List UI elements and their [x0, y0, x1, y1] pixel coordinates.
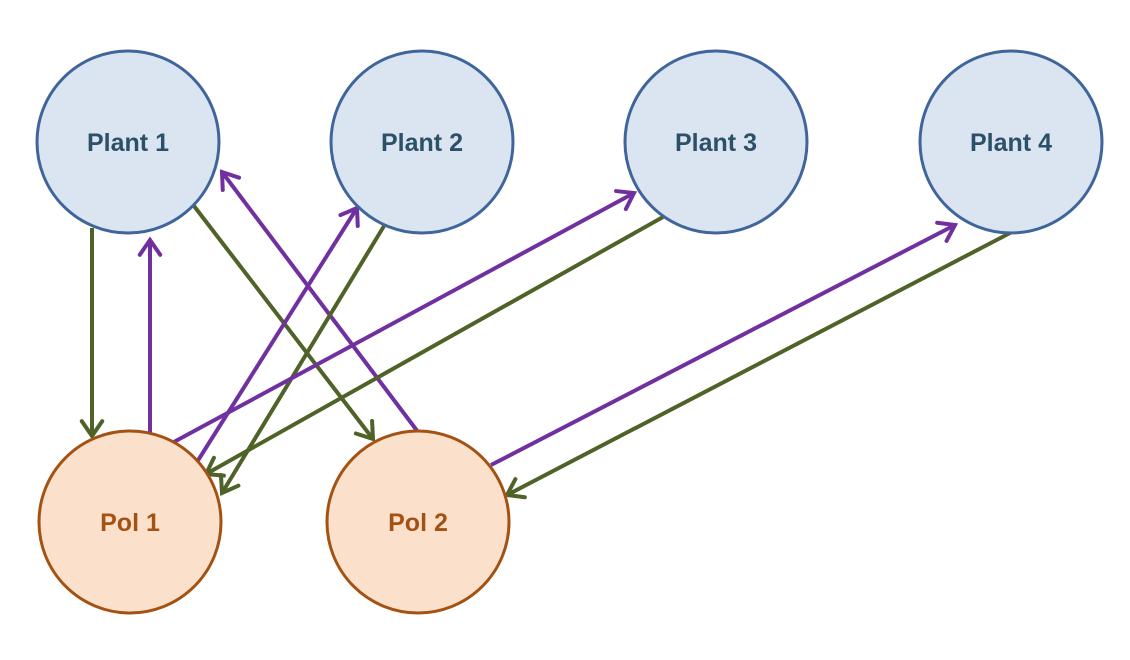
- edge-line: [195, 206, 359, 464]
- node-pol1-circle: [37, 429, 223, 615]
- node-plant1-circle: [35, 49, 221, 235]
- arrowhead-icon: [935, 220, 959, 243]
- node-pol2-circle: [325, 429, 511, 615]
- node-pol1-label: Pol 1: [100, 509, 160, 537]
- arrowhead-icon: [218, 473, 241, 497]
- arrowhead-icon: [137, 236, 163, 257]
- edge-pol2-to-plant1: [219, 169, 420, 434]
- edge-plant4-to-pol2: [503, 231, 1011, 500]
- node-plant4: Plant 4: [918, 49, 1104, 235]
- node-plant2-label: Plant 2: [381, 129, 463, 157]
- node-plant3: Plant 3: [623, 49, 809, 235]
- nodes-layer: Plant 1 Plant 2 Plant 3 Plant 4 Pol 1 Po…: [35, 49, 1104, 615]
- arrowhead-icon: [338, 205, 360, 228]
- node-plant1: Plant 1: [35, 49, 221, 235]
- edge-pol2-to-plant4: [490, 220, 959, 467]
- node-plant3-label: Plant 3: [675, 129, 757, 157]
- edge-line: [220, 170, 420, 434]
- edges-layer: [79, 169, 1011, 500]
- edge-line: [205, 215, 664, 476]
- node-plant4-circle: [918, 49, 1104, 235]
- edge-line: [506, 231, 1011, 497]
- edge-pol1-to-plant3: [171, 189, 638, 445]
- node-pol2-label: Pol 2: [388, 509, 448, 537]
- arrowhead-icon: [503, 477, 527, 500]
- edge-pol1-to-plant2: [195, 205, 360, 464]
- edge-line: [171, 191, 635, 445]
- node-pol1: Pol 1: [37, 429, 223, 615]
- node-pol2: Pol 2: [325, 429, 511, 615]
- node-plant1-label: Plant 1: [87, 129, 169, 157]
- node-plant4-label: Plant 4: [970, 129, 1052, 157]
- arrowhead-icon: [353, 419, 376, 442]
- arrowhead-icon: [614, 189, 638, 212]
- edge-line: [490, 223, 956, 467]
- arrowhead-icon: [79, 419, 105, 440]
- node-plant3-circle: [623, 49, 809, 235]
- edge-pol1-to-plant1: [137, 236, 163, 434]
- edge-plant1-to-pol1: [79, 228, 105, 440]
- node-plant2: Plant 2: [329, 49, 515, 235]
- node-plant2-circle: [329, 49, 515, 235]
- arrowhead-icon: [219, 169, 242, 192]
